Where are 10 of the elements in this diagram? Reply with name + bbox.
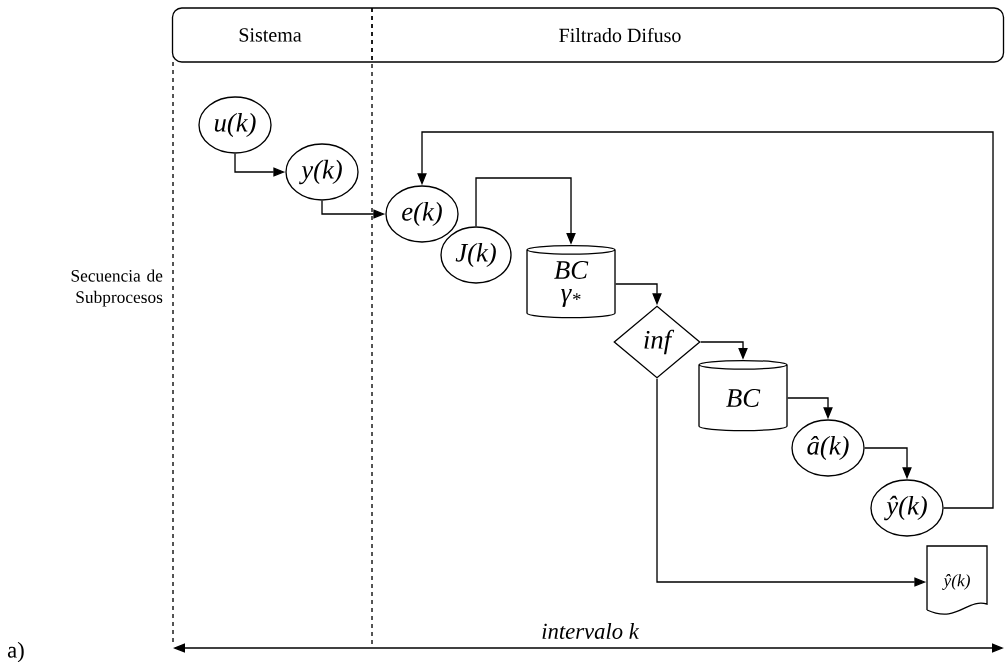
side-label: Secuencia de Subprocesos — [71, 269, 163, 307]
header-bar — [171, 7, 1005, 63]
lane-heading: Sistema — [239, 28, 302, 42]
database-cylinder: BC γ$_{*}$ — [526, 244, 616, 319]
database-cylinder: BC — [698, 359, 788, 432]
dimension-label: intervalo k — [542, 622, 640, 639]
panel-label: a) — [7, 641, 24, 662]
arrow — [417, 131, 994, 509]
document-shape: ŷ(k) — [926, 545, 988, 615]
lane-heading: Filtrado Difuso — [559, 27, 681, 43]
